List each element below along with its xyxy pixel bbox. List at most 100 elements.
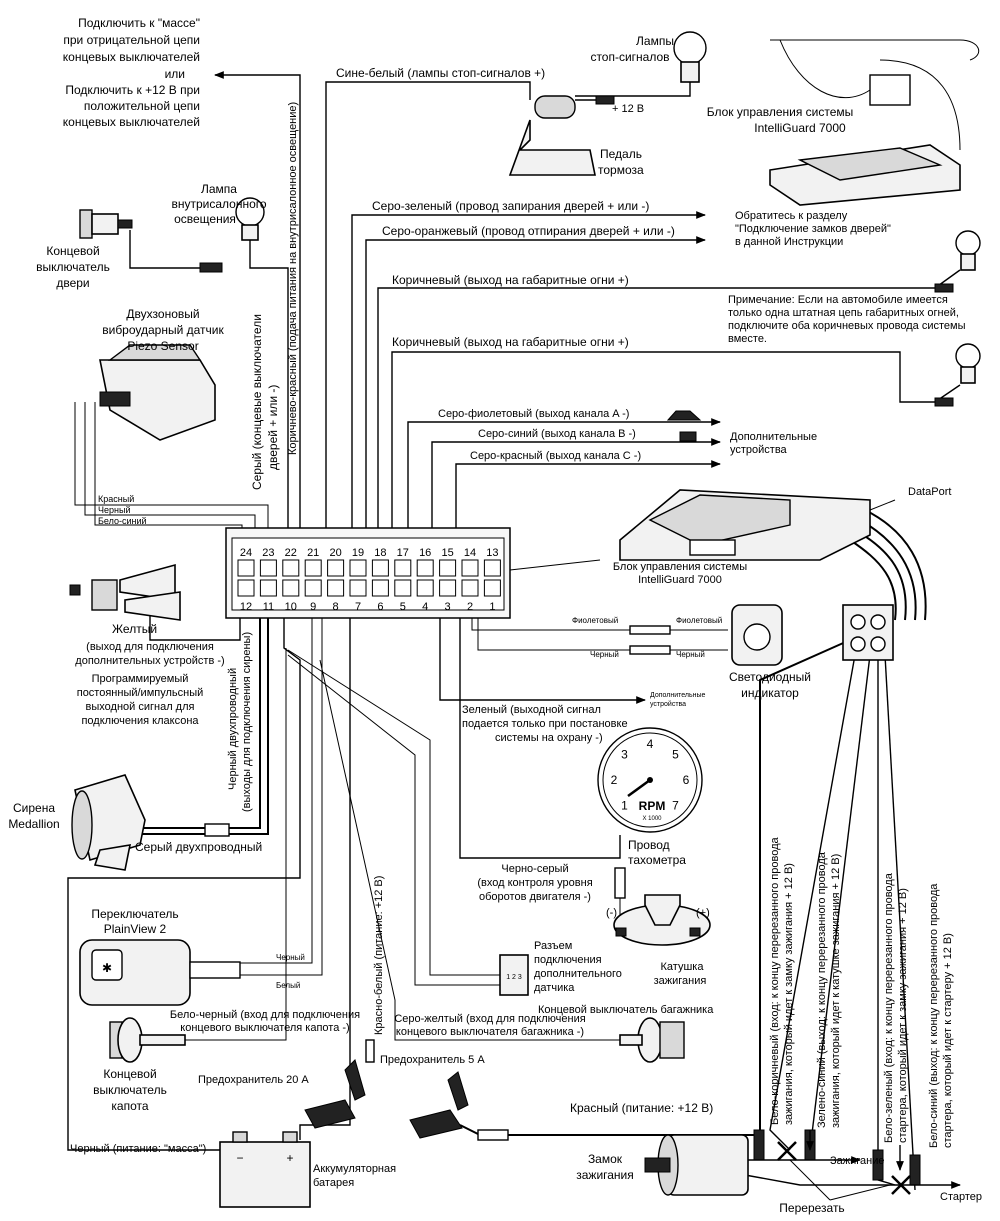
led-indicator	[731, 604, 783, 666]
hood-sw-label-1: Концевой	[103, 1067, 156, 1081]
leader-cut	[789, 1159, 891, 1201]
pin-label-top: 16	[419, 547, 431, 559]
horn-label-2: постоянный/импульсный	[77, 687, 204, 699]
aux-label-3: дополнительного	[534, 968, 622, 980]
connector-red-white	[365, 1039, 375, 1063]
wire-red-white	[299, 612, 351, 1140]
pin-cell-top	[371, 559, 389, 577]
ground-label: Черный (питание: "масса")	[70, 1143, 206, 1155]
aux-connector-body	[499, 954, 529, 996]
hood-wire-label-2: концевого выключателя капота -)	[180, 1022, 349, 1034]
pin-label-top: 24	[240, 547, 252, 559]
tach-number: 3	[621, 748, 628, 762]
pin-label-bottom: 10	[285, 601, 297, 613]
wire-hood	[185, 648, 287, 1041]
relay-pin-4	[870, 636, 886, 652]
connector-brown-1	[934, 283, 954, 293]
pin-label-bottom: 11	[263, 601, 274, 613]
battery-neg	[232, 1131, 248, 1143]
cut-marks	[777, 1130, 911, 1195]
gray-green-label: Серо-зеленый (провод запирания дверей + …	[372, 199, 649, 213]
trunk-wire-label-1: Серо-желтый (вход для подключения	[394, 1013, 585, 1025]
wire-pv-black	[240, 612, 313, 964]
plus12-label: + 12 В	[612, 103, 644, 115]
battery-minus-sign: −	[236, 1151, 243, 1165]
tach-needle	[627, 778, 651, 798]
aux-label-4: датчика	[534, 982, 575, 994]
wire-ground	[67, 612, 301, 1151]
wire-siren-b	[140, 612, 269, 835]
pin-label-top: 13	[486, 547, 498, 559]
pin-cell-bottom	[394, 579, 412, 597]
chassis-line-7: концевых выключателей	[63, 115, 200, 129]
v-wbrown-2: зажигания, который идет к замку зажигани…	[783, 863, 795, 1125]
brake-switch	[534, 95, 576, 119]
pin-label-top: 15	[441, 547, 453, 559]
hood-sw-label-2: выключатель	[93, 1083, 167, 1097]
wire-white-brown	[769, 654, 856, 1151]
wire-diag-1	[287, 649, 500, 976]
door-switch-terminal	[117, 219, 133, 229]
horn-label-3: выходной сигнал для	[86, 701, 195, 713]
wire-pv-white	[240, 612, 323, 976]
trunk-wire-label-2: концевого выключателя багажника -)	[396, 1026, 584, 1038]
ignition-label-1: Замок	[588, 1152, 623, 1166]
pedal-label-2: тормоза	[598, 163, 644, 177]
fuse-20a-cap	[344, 1059, 366, 1101]
side-lamp-1-bulb	[955, 230, 981, 256]
pin-label-bottom: 8	[333, 601, 339, 613]
door-switch-label-2: выключатель	[36, 260, 110, 274]
piezo-label-2: виброударный датчик	[102, 323, 224, 337]
pin-cell-top	[461, 559, 479, 577]
black-gray-label-3: оборотов двигателя -)	[479, 891, 591, 903]
fuse-5a	[409, 1071, 469, 1139]
pin-label-top: 14	[464, 547, 476, 559]
dome-label-1: Лампа	[201, 182, 237, 196]
led-violet-a: Фиолетовый	[572, 616, 618, 625]
pin-label-bottom: 2	[467, 601, 473, 613]
pin-cell-bottom	[327, 579, 345, 597]
trunk-icon	[679, 431, 697, 442]
battery-label-2: батарея	[313, 1177, 354, 1189]
tach-number: 7	[672, 799, 679, 813]
wire-green	[439, 612, 646, 704]
brake-lamps-label-1: Лампы	[636, 34, 674, 48]
cut-x-starter	[891, 1175, 911, 1195]
ignition-lock-body	[667, 1134, 749, 1196]
piezo-red: Красный	[98, 494, 134, 504]
v-gray-1: Серый (концевые выключатели	[250, 314, 264, 490]
brown-2-label: Коричневый (выход на габаритные огни +)	[392, 335, 629, 349]
led-lens	[743, 623, 771, 651]
relay-connector	[842, 604, 894, 661]
unit-top-label-2: IntelliGuard 7000	[754, 121, 846, 135]
labels-vertical: Серый (концевые выключатели дверей + или…	[227, 102, 954, 1148]
battery: − +	[219, 1131, 311, 1208]
siren	[71, 774, 146, 871]
pin-cell-top	[416, 559, 434, 577]
v-wgreen-1: Бело-зеленый (вход: к концу перерезанног…	[883, 872, 895, 1143]
pin-label-bottom: 5	[400, 601, 406, 613]
v-wgreen-2: стартера, который идет к замку зажигания…	[897, 888, 909, 1143]
door-switch	[79, 209, 133, 239]
side-lamp-2	[955, 343, 981, 384]
connector-wb	[753, 1129, 765, 1161]
tach-number: 1	[621, 799, 628, 813]
yellow-label-2: (выход для подключения	[86, 641, 214, 653]
wire-tach	[459, 612, 621, 859]
horn-bell-2	[124, 591, 181, 621]
fuse-20a-holder	[304, 1099, 356, 1129]
green-label-1: Зеленый (выходной сигнал	[462, 704, 601, 716]
ignition-arrow-label: Зажигание	[830, 1155, 885, 1167]
pin-label-top: 23	[262, 547, 274, 559]
led-black-a: Черный	[590, 650, 619, 659]
note-line-2: только одна штатная цепь габаритных огне…	[728, 307, 959, 319]
horn-label-1: Программируемый	[92, 673, 189, 685]
wire-yellow	[149, 600, 241, 641]
battery-label-1: Аккумуляторная	[313, 1163, 396, 1175]
brake-lamps-label-2: стоп-сигналов	[590, 50, 669, 64]
unit-mid-label-1: Блок управления системы	[613, 561, 747, 573]
wire-gray-red	[455, 460, 721, 555]
led-label-2: индикатор	[741, 686, 799, 700]
